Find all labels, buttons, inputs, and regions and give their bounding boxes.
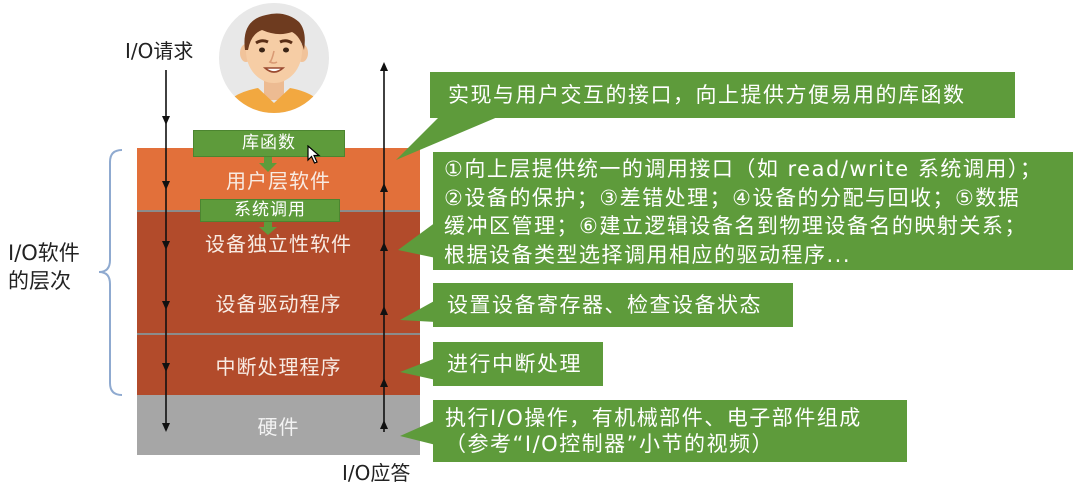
- callout-device-driver: 设置设备寄存器、检查设备状态: [433, 283, 793, 327]
- request-arrow-head: [162, 241, 170, 250]
- callout-user-layer: 实现与用户交互的接口，向上提供方便易用的库函数: [430, 72, 1015, 118]
- request-arrow-head: [162, 363, 170, 372]
- request-arrow-head: [162, 301, 170, 310]
- request-arrow-head: [162, 423, 170, 432]
- user-avatar-icon: [219, 3, 329, 113]
- layer-label: 设备驱动程序: [215, 292, 342, 316]
- io-response-label: I/O应答: [342, 461, 411, 485]
- callout-pointer-independent: [398, 222, 436, 258]
- avatar-mouth: [262, 67, 286, 73]
- hierarchy-brace: [98, 149, 123, 396]
- avatar-hair: [244, 13, 305, 50]
- response-arrow-head: [380, 306, 388, 315]
- io-request-label: I/O请求: [125, 39, 194, 63]
- avatar-eye: [283, 47, 289, 53]
- avatar-nose: [268, 50, 278, 64]
- layer-hardware: 硬件: [137, 395, 420, 455]
- callout-text-line: ①向上层提供统一的调用接口（如 read/write 系统调用）；: [444, 157, 1043, 181]
- layer-label: 中断处理程序: [215, 354, 342, 379]
- response-arrow-head: [380, 378, 388, 387]
- cursor-arrow: [307, 145, 321, 164]
- callout-text-line: （参考“I/O控制器”小节的视频）: [445, 432, 775, 456]
- system-call-label: 系统调用: [200, 199, 340, 222]
- callout-text-line: ②设备的保护；③差错处理；④设备的分配与回收；⑤数据: [444, 185, 1021, 210]
- callout-text-line: 实现与用户交互的接口，向上提供方便易用的库函数: [448, 83, 966, 107]
- response-arrow-head: [380, 420, 388, 429]
- callout-text-line: 根据设备类型选择调用相应的驱动程序...: [444, 242, 852, 267]
- layer-interrupt-handler: 中断处理程序: [137, 333, 420, 395]
- layer-device-independent-software: 设备独立性软件: [137, 210, 420, 272]
- request-arrow-head: [162, 116, 170, 125]
- mouse-cursor-icon: [307, 145, 321, 164]
- callout-pointer-user: [396, 116, 500, 160]
- avatar-eye: [259, 47, 265, 53]
- layer-label: 用户层软件: [226, 168, 331, 193]
- callout-text-line: 执行I/O操作，有机械部件、电子部件组成: [445, 406, 862, 430]
- avatar-eyebrow: [255, 39, 269, 45]
- layer-label: 硬件: [257, 414, 300, 439]
- library-down-arrow: [259, 157, 277, 172]
- callout-pointer-interrupt: [400, 358, 436, 380]
- callout-pointer-hardware: [400, 420, 436, 445]
- syscall-down-arrow: [259, 222, 277, 235]
- hierarchy-label-line-1: I/O软件: [8, 241, 80, 265]
- library-functions-label: 库函数: [193, 130, 345, 157]
- callout-hardware: 执行I/O操作，有机械部件、电子部件组成 （参考“I/O控制器”小节的视频）: [433, 400, 907, 462]
- callout-text-line: 缓冲区管理；⑥建立逻辑设备名到物理设备名的映射关系；: [444, 214, 1027, 238]
- response-arrow-head: [380, 183, 388, 192]
- layer-label: 设备独立性软件: [205, 231, 352, 256]
- layer-device-driver: 设备驱动程序: [137, 272, 420, 333]
- callout-interrupt-handler: 进行中断处理: [433, 342, 603, 386]
- avatar-eyebrow: [279, 39, 293, 45]
- callout-text-line: 设置设备寄存器、检查设备状态: [447, 293, 762, 317]
- response-arrow-head: [380, 242, 388, 251]
- response-arrow-head: [380, 62, 388, 71]
- callout-text-line: 进行中断处理: [447, 352, 582, 376]
- request-arrow-head: [162, 181, 170, 190]
- callout-device-independent: ①向上层提供统一的调用接口（如 read/write 系统调用）； ②设备的保护…: [433, 152, 1073, 270]
- hierarchy-label-line-2: 的层次: [8, 269, 71, 293]
- callout-pointer-driver: [400, 300, 436, 322]
